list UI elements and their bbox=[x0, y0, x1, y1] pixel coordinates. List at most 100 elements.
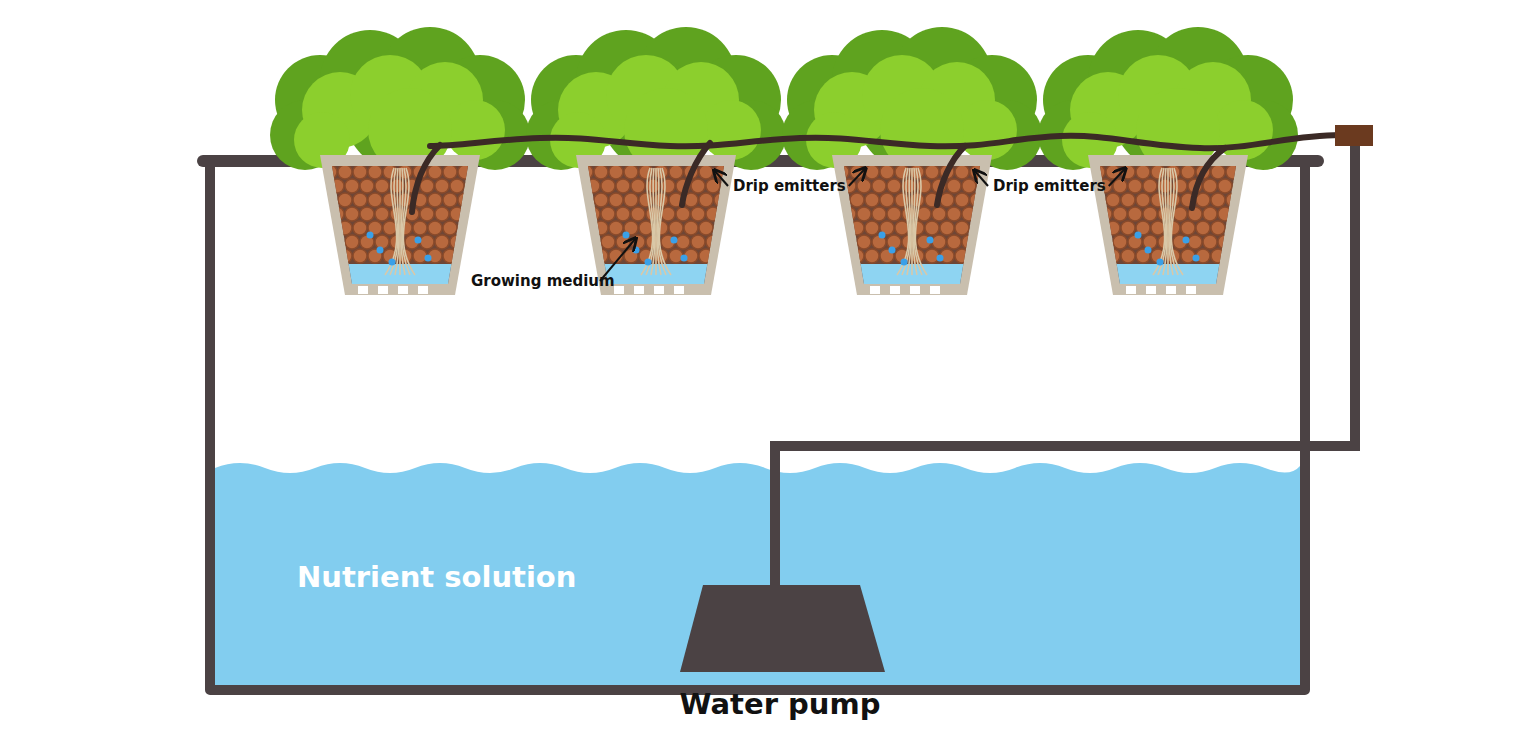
clay-pebble bbox=[940, 193, 954, 207]
clay-pebble bbox=[872, 207, 886, 221]
clay-pebble bbox=[330, 235, 344, 249]
clay-pebble bbox=[962, 235, 976, 249]
plants bbox=[270, 27, 1298, 295]
clay-pebble bbox=[714, 221, 728, 235]
clay-pebble bbox=[1218, 207, 1232, 221]
clay-pebble bbox=[353, 193, 367, 207]
clay-pebble bbox=[706, 235, 720, 249]
clay-pebble bbox=[458, 193, 472, 207]
clay-pebble bbox=[669, 221, 683, 235]
clay-pebble bbox=[450, 179, 464, 193]
water-drop bbox=[937, 255, 944, 262]
clay-pebble bbox=[1091, 221, 1105, 235]
clay-pebble bbox=[594, 221, 608, 235]
clay-pebble bbox=[684, 221, 698, 235]
clay-pebble bbox=[1091, 249, 1105, 263]
clay-pebble bbox=[579, 165, 593, 179]
water-drop bbox=[389, 259, 396, 266]
root bbox=[1163, 168, 1167, 275]
pot-slot bbox=[358, 286, 368, 294]
clay-pebble bbox=[458, 221, 472, 235]
clay-pebble bbox=[413, 249, 427, 263]
clay-pebble bbox=[631, 207, 645, 221]
pot-slot bbox=[910, 286, 920, 294]
clay-pebble bbox=[601, 207, 615, 221]
part-label: Water pump bbox=[680, 687, 881, 721]
reservoir-region: Nutrient solution bbox=[215, 472, 1300, 682]
clay-pebble bbox=[420, 179, 434, 193]
clay-pebble bbox=[338, 249, 352, 263]
clay-pebble bbox=[1203, 207, 1217, 221]
clay-pebble bbox=[1233, 207, 1247, 221]
clay-pebble bbox=[955, 221, 969, 235]
water-drop bbox=[1135, 232, 1142, 239]
water-drop bbox=[367, 232, 374, 239]
clay-pebble bbox=[721, 235, 735, 249]
clay-pebble bbox=[1218, 235, 1232, 249]
clay-pebble bbox=[1218, 179, 1232, 193]
pot-slot bbox=[378, 286, 388, 294]
clay-pebble bbox=[1211, 165, 1225, 179]
clay-pebble bbox=[706, 179, 720, 193]
water-drop bbox=[1145, 247, 1152, 254]
clay-pebble bbox=[368, 165, 382, 179]
clay-pebble bbox=[609, 165, 623, 179]
water-drop bbox=[879, 232, 886, 239]
clay-pebble bbox=[586, 207, 600, 221]
clay-pebble bbox=[1226, 165, 1240, 179]
clay-pebble bbox=[413, 221, 427, 235]
clay-pebble bbox=[1143, 235, 1157, 249]
clay-pebble bbox=[368, 193, 382, 207]
root bbox=[399, 168, 401, 275]
root bbox=[915, 168, 927, 275]
root bbox=[403, 168, 415, 275]
clay-pebble bbox=[579, 221, 593, 235]
clay-pebble bbox=[1196, 193, 1210, 207]
plant-pot bbox=[270, 27, 530, 295]
clay-pebble bbox=[420, 235, 434, 249]
clay-pebble bbox=[450, 207, 464, 221]
leader-line bbox=[849, 168, 866, 186]
clay-pebble bbox=[691, 235, 705, 249]
root bbox=[907, 168, 911, 275]
clay-pebble bbox=[594, 249, 608, 263]
clay-pebble bbox=[345, 179, 359, 193]
clay-pebble bbox=[714, 249, 728, 263]
clay-pebble bbox=[338, 165, 352, 179]
clay-pebble bbox=[917, 179, 931, 193]
clay-pebble bbox=[631, 179, 645, 193]
clay-pebble bbox=[880, 165, 894, 179]
clay-pebble bbox=[1128, 207, 1142, 221]
plant-pot bbox=[782, 27, 1042, 295]
clay-pebble bbox=[1203, 235, 1217, 249]
pot-slot bbox=[1186, 286, 1196, 294]
plant-pot bbox=[526, 27, 786, 295]
pot-slot bbox=[1126, 286, 1136, 294]
water-drop bbox=[633, 247, 640, 254]
clay-pebble bbox=[1226, 221, 1240, 235]
drip-emitter bbox=[412, 145, 440, 212]
clay-pebble bbox=[1113, 235, 1127, 249]
net-pot bbox=[1088, 155, 1248, 295]
pipe-connector bbox=[1335, 125, 1373, 146]
clay-pebble bbox=[676, 207, 690, 221]
clay-pebble bbox=[706, 207, 720, 221]
clay-pebble bbox=[594, 165, 608, 179]
clay-pebble bbox=[435, 207, 449, 221]
clay-pebble bbox=[1211, 193, 1225, 207]
water-drop bbox=[415, 237, 422, 244]
clay-pebble bbox=[360, 179, 374, 193]
drip-emitter bbox=[937, 146, 965, 205]
leader-line bbox=[974, 170, 988, 186]
clay-pebble bbox=[970, 221, 984, 235]
clay-pebble bbox=[850, 221, 864, 235]
clay-pebble bbox=[1106, 193, 1120, 207]
clay-pebble bbox=[1091, 193, 1105, 207]
clay-pebble bbox=[865, 221, 879, 235]
clay-pebble bbox=[330, 179, 344, 193]
clay-pebble bbox=[721, 207, 735, 221]
clay-pebble bbox=[624, 193, 638, 207]
clay-pebble bbox=[435, 179, 449, 193]
water-drop bbox=[901, 259, 908, 266]
